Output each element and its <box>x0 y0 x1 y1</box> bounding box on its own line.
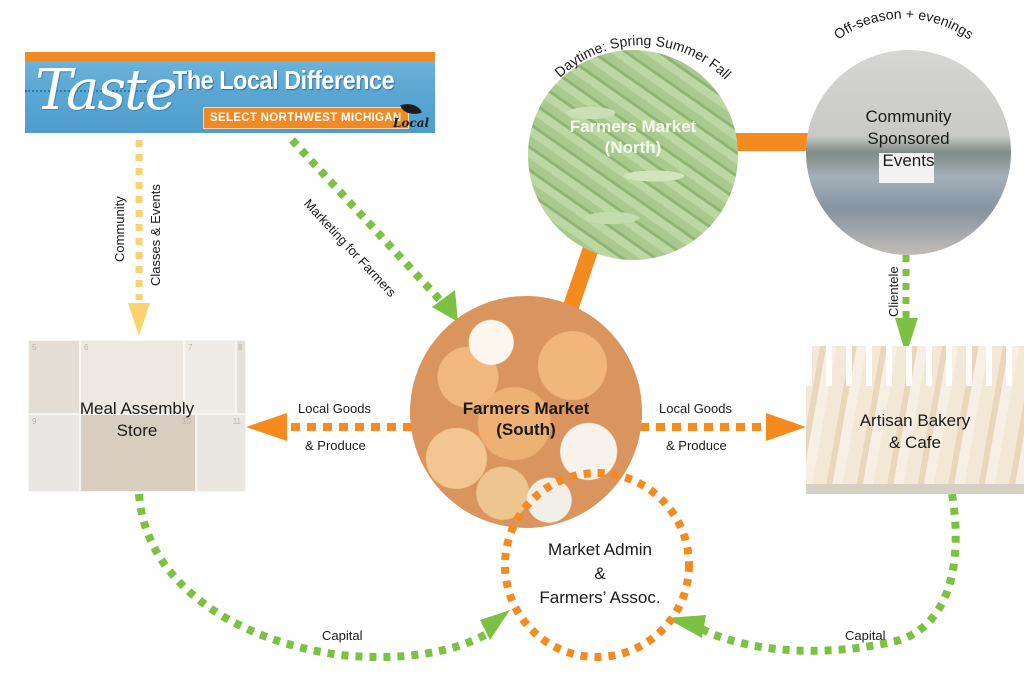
local-logo: Local <box>391 99 431 130</box>
photo-tile: 11 <box>196 414 246 492</box>
tile-number: 9 <box>32 417 37 426</box>
events-arc-caption: Off-season + evenings <box>831 6 977 43</box>
tile-number: 10 <box>182 417 191 426</box>
south-label-line2: (South) <box>496 420 556 439</box>
edge-label-clientele: Clientele <box>886 266 901 317</box>
edge-label-goods-right-line2: & Produce <box>666 438 727 453</box>
north-label-line2: (North) <box>604 138 662 157</box>
edge-label-community: Community <box>112 196 127 262</box>
tile-number: 6 <box>84 343 89 352</box>
edge-label-classes-events: Classes & Events <box>148 184 163 286</box>
north-arc-caption: Daytime: Spring Summer Fall <box>551 32 734 82</box>
banner-region-badge: SELECT NORTHWEST MICHIGAN <box>203 107 409 129</box>
arrowhead-marketing <box>432 290 458 322</box>
banner-tagline: The Local Difference <box>173 65 395 95</box>
edge-label-goods-left-line1: Local Goods <box>298 401 371 416</box>
node-meal-assembly-store: 5 6 7 8 9 10 11 Meal Assembly Store <box>28 340 246 492</box>
photo-tile: 10 <box>80 414 196 492</box>
banner-bottom-edge <box>25 133 435 136</box>
admin-label-line1: Market Admin <box>548 540 652 559</box>
south-label: Farmers Market (South) <box>410 398 642 440</box>
node-farmers-market-north: Farmers Market (North) <box>528 50 738 260</box>
arrowhead-clientele <box>895 318 918 355</box>
events-label-line1: Community <box>865 107 952 126</box>
node-artisan-bakery: Artisan Bakery & Cafe <box>806 346 1024 494</box>
tile-number: 5 <box>32 343 37 352</box>
meal-label-line2: Store <box>116 421 158 440</box>
banner-top-stripe <box>25 52 435 61</box>
tile-number: 8 <box>238 343 243 352</box>
photo-tile: 7 <box>184 340 236 414</box>
node-farmers-market-south: Farmers Market (South) <box>410 296 642 528</box>
north-label: Farmers Market (North) <box>528 116 738 158</box>
admin-label-line3: Farmers’ Assoc. <box>539 588 661 607</box>
photo-tile: 8 <box>236 340 246 414</box>
edge-label-capital-right: Capital <box>845 628 886 643</box>
movie-screen <box>879 153 934 183</box>
tile-number: 11 <box>232 417 241 426</box>
events-label: Community Sponsored Events <box>806 106 1011 172</box>
banner-dotted-line <box>25 90 165 92</box>
events-label-line2: Sponsored <box>867 129 950 148</box>
taste-banner: Taste The Local Difference SELECT NORTHW… <box>25 52 435 136</box>
node-community-events: Community Sponsored Events <box>806 50 1011 255</box>
local-logo-text: Local <box>392 116 430 130</box>
meal-label: Meal Assembly Store <box>28 398 246 442</box>
arrowhead-goods-right <box>766 413 806 441</box>
connector-north-to-south <box>560 242 600 318</box>
tile-number: 7 <box>188 343 193 352</box>
north-label-line1: Farmers Market <box>569 117 697 136</box>
edge-label-goods-right-line1: Local Goods <box>659 401 732 416</box>
edge-label-goods-left-line2: & Produce <box>305 438 366 453</box>
arrowhead-community-classes <box>128 303 150 336</box>
arrowhead-capital-left <box>480 610 510 640</box>
bread-tips <box>806 346 1024 386</box>
meal-label-line1: Meal Assembly <box>79 399 195 418</box>
bakery-label-line2: & Cafe <box>889 433 941 452</box>
photo-tile: 5 <box>28 340 80 414</box>
edge-label-capital-left: Capital <box>322 628 363 643</box>
bread-basket <box>806 484 1024 494</box>
arrowhead-goods-left <box>246 413 287 441</box>
bakery-label: Artisan Bakery & Cafe <box>806 410 1024 454</box>
events-label-line3: Events <box>882 151 935 170</box>
market-admin-ring <box>501 469 693 661</box>
node-market-admin: Market Admin & Farmers’ Assoc. <box>500 538 700 610</box>
bakery-label-line1: Artisan Bakery <box>859 411 971 430</box>
photo-tile: 6 <box>80 340 184 414</box>
banner-script-word: Taste <box>35 58 178 123</box>
arrow-capital-right <box>698 493 960 655</box>
south-label-line1: Farmers Market <box>462 399 590 418</box>
arrowhead-capital-right <box>666 615 706 638</box>
photo-tile: 9 <box>28 414 80 492</box>
admin-label-line2: & <box>594 564 606 583</box>
